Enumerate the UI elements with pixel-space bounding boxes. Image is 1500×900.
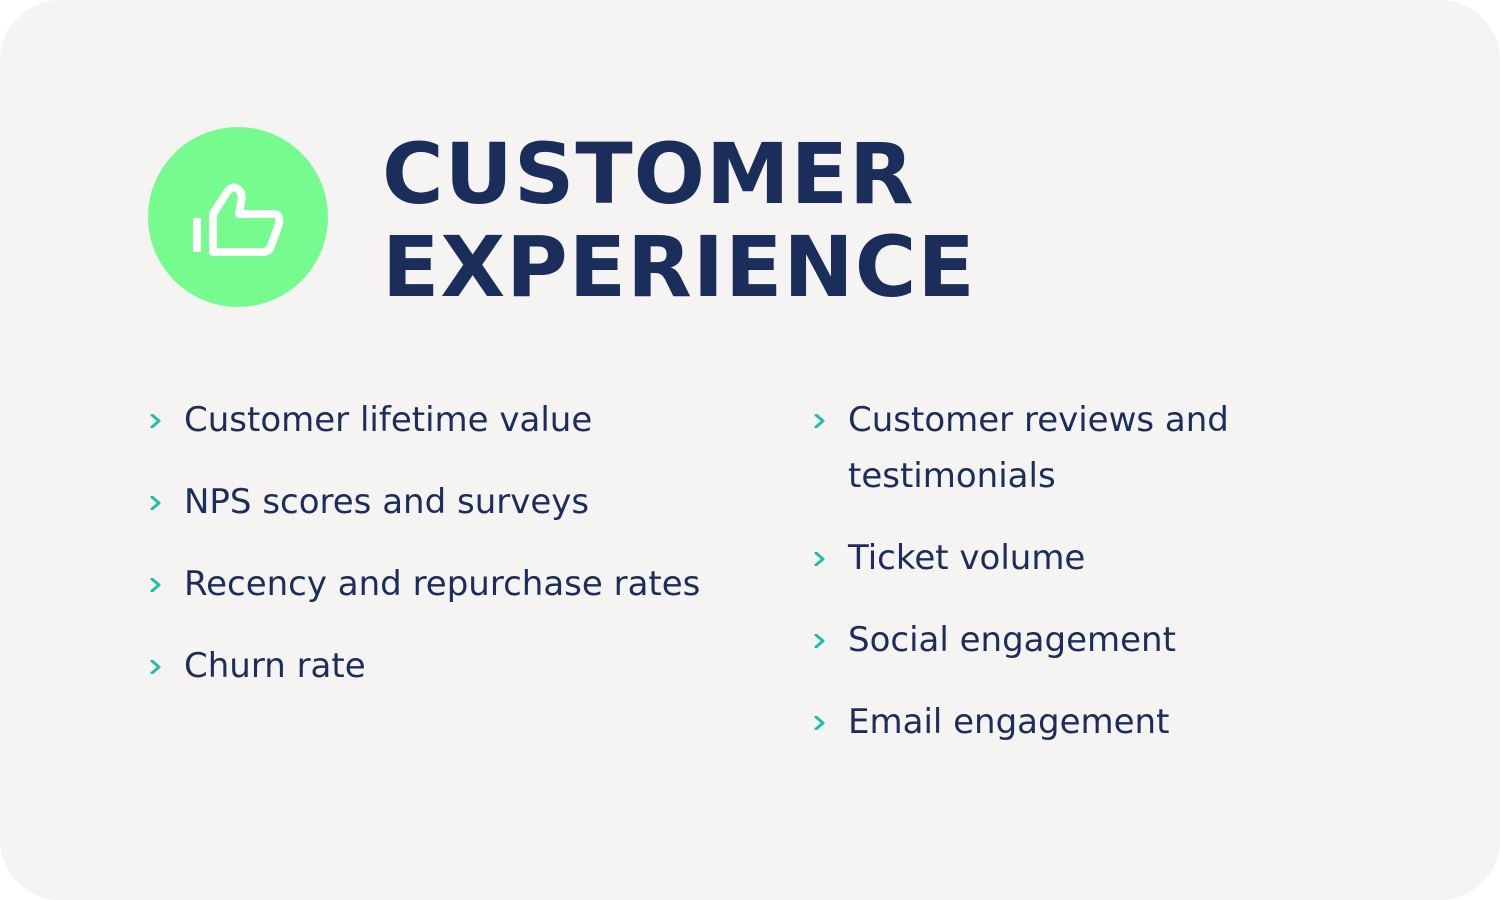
thumbs-up-badge [148, 127, 328, 307]
chevron-right-icon [150, 578, 162, 592]
chevron-right-icon [814, 552, 826, 566]
right-metrics-list: Customer reviews and testimonials Ticket… [814, 392, 1374, 776]
list-item-label: Customer lifetime value [184, 400, 593, 440]
list-item: Ticket volume [814, 530, 1374, 586]
chevron-right-icon [150, 660, 162, 674]
chevron-right-icon [150, 496, 162, 510]
list-item-label: Customer reviews and testimonials [848, 400, 1229, 496]
list-item: Social engagement [814, 612, 1374, 668]
chevron-right-icon [814, 414, 826, 428]
title-line-1: CUSTOMER [382, 125, 915, 223]
list-item-label: Churn rate [184, 646, 366, 686]
left-metrics-list: Customer lifetime value NPS scores and s… [150, 392, 770, 720]
chevron-right-icon [814, 634, 826, 648]
list-item-label: Recency and repurchase rates [184, 564, 701, 604]
title-line-2: EXPERIENCE [382, 218, 976, 316]
list-item-label: NPS scores and surveys [184, 482, 590, 522]
list-item: Churn rate [150, 638, 770, 694]
list-item: NPS scores and surveys [150, 474, 770, 530]
list-item: Customer lifetime value [150, 392, 770, 448]
list-item-label: Ticket volume [848, 538, 1086, 578]
chevron-right-icon [150, 414, 162, 428]
page-title: CUSTOMER EXPERIENCE [382, 128, 976, 314]
list-item-label: Social engagement [848, 620, 1176, 660]
list-item-label: Email engagement [848, 702, 1170, 742]
list-item: Email engagement [814, 694, 1374, 750]
list-item: Customer reviews and testimonials [814, 392, 1374, 504]
list-item: Recency and repurchase rates [150, 556, 770, 612]
chevron-right-icon [814, 716, 826, 730]
thumbs-up-icon [193, 183, 284, 256]
